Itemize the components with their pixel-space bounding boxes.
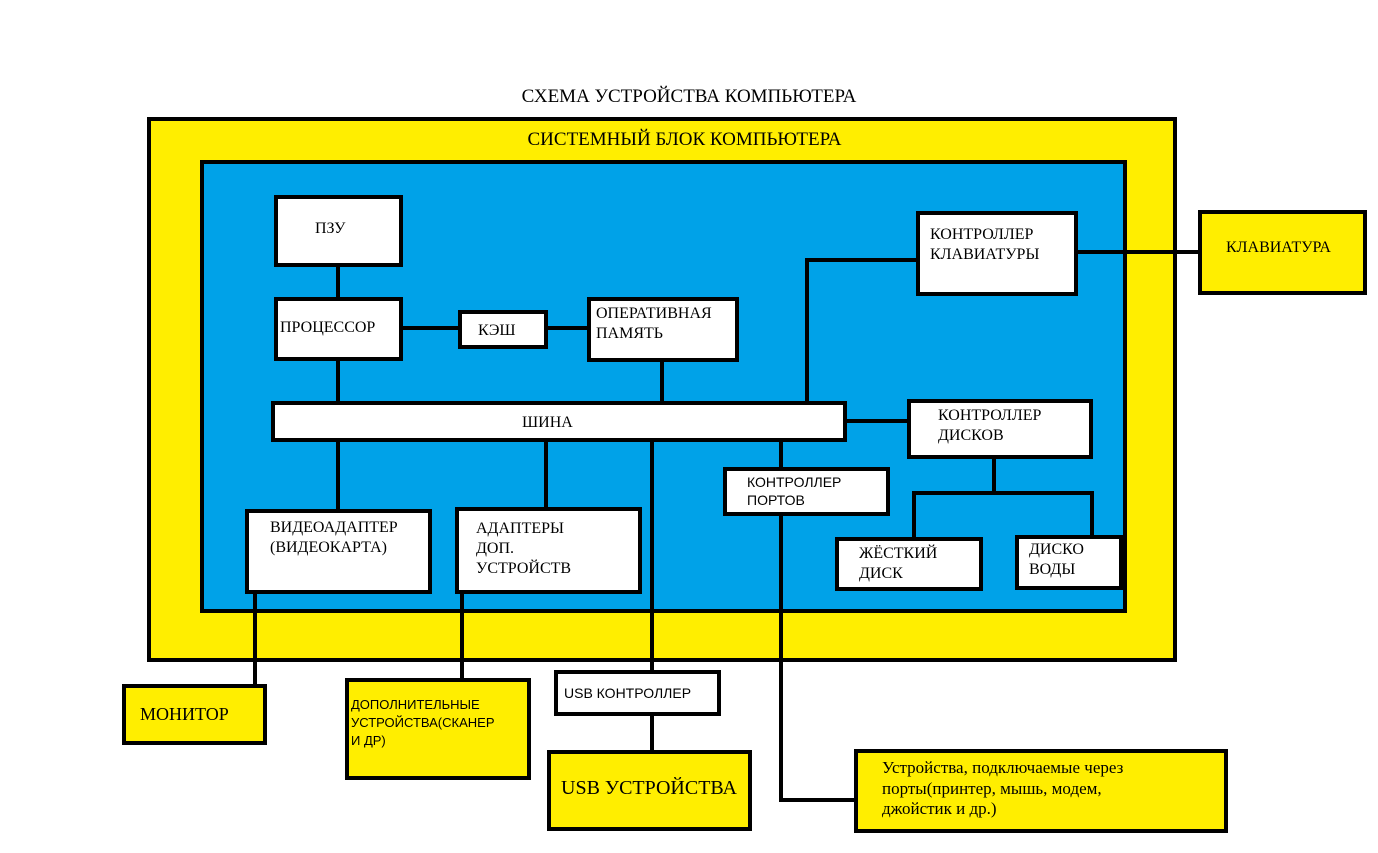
keyboard-controller-block: КОНТРОЛЛЕР КЛАВИАТУРЫ <box>916 211 1078 296</box>
connector-cpu-cache <box>400 326 460 330</box>
port-devices-label: Устройства, подключаемые через порты(при… <box>882 758 1124 819</box>
cpu-block: ПРОЦЕССОР <box>274 297 403 361</box>
hard-disk-block: ЖЁСТКИЙ ДИСК <box>835 537 983 591</box>
connector-bus-video <box>336 439 340 511</box>
usb-controller-label: USB КОНТРОЛЛЕР <box>564 685 692 701</box>
monitor-label: МОНИТОР <box>140 704 229 724</box>
connector-rom-cpu <box>336 266 340 300</box>
port-devices-block: Устройства, подключаемые через порты(при… <box>854 749 1228 833</box>
connector-portctrl-horizontal <box>779 798 858 802</box>
disk-controller-block: КОНТРОЛЛЕР ДИСКОВ <box>907 399 1093 459</box>
keyboard-label: КЛАВИАТУРА <box>1226 239 1331 256</box>
connector-usbctrl-usbdevices <box>650 713 654 753</box>
ram-block: ОПЕРАТИВНАЯ ПАМЯТЬ <box>587 297 739 362</box>
connector-bus-adapters <box>544 439 548 509</box>
disk-controller-label: КОНТРОЛЛЕР ДИСКОВ <box>938 407 1042 444</box>
extra-devices-block: ДОПОЛНИТЕЛЬНЫЕ УСТРОЙСТВА(СКАНЕР И ДР) <box>345 678 531 780</box>
connector-bus-usbctrl <box>650 439 654 672</box>
system-unit-label: СИСТЕМНЫЙ БЛОК КОМПЬЮТЕРА <box>527 129 842 150</box>
port-controller-block: КОНТРОЛЛЕР ПОРТОВ <box>723 467 890 516</box>
disk-drives-block: ДИСКО ВОДЫ <box>1015 535 1123 590</box>
connector-diskctrl-down <box>992 456 996 494</box>
connector-bus-portctrl <box>779 439 783 471</box>
connector-bus-kbdctrl-vertical <box>805 258 809 409</box>
port-controller-label: КОНТРОЛЛЕР ПОРТОВ <box>747 474 842 508</box>
connector-cpu-bus <box>336 360 340 403</box>
connector-kbdctrl-keyboard <box>1075 250 1201 254</box>
usb-controller-block: USB КОНТРОЛЛЕР <box>554 670 721 716</box>
cpu-label: ПРОЦЕССОР <box>280 319 376 336</box>
video-adapter-block: ВИДЕОАДАПТЕР (ВИДЕОКАРТА) <box>245 509 432 594</box>
adapters-label: АДАПТЕРЫ ДОП. УСТРОЙСТВ <box>476 520 572 577</box>
diagram-title: СХЕМА УСТРОЙСТВА КОМПЬЮТЕРА <box>521 86 857 107</box>
keyboard-controller-label: КОНТРОЛЛЕР КЛАВИАТУРЫ <box>930 226 1040 263</box>
hard-disk-label: ЖЁСТКИЙ ДИСК <box>859 545 938 582</box>
cache-block: КЭШ <box>458 310 548 349</box>
rom-block: ПЗУ <box>274 195 403 267</box>
usb-devices-label: USB УСТРОЙСТВА <box>561 777 737 799</box>
adapters-block: АДАПТЕРЫ ДОП. УСТРОЙСТВ <box>455 507 642 594</box>
bus-label: ШИНА <box>522 414 573 431</box>
connector-portctrl-vertical <box>779 512 783 802</box>
connector-to-hdd <box>912 491 916 540</box>
disk-drives-label: ДИСКО ВОДЫ <box>1029 541 1084 578</box>
connector-to-drives <box>1090 491 1094 538</box>
connector-adapters-extra <box>460 591 464 681</box>
video-adapter-label: ВИДЕОАДАПТЕР (ВИДЕОКАРТА) <box>270 519 398 556</box>
connector-disks-horizontal <box>912 491 1094 495</box>
cache-label: КЭШ <box>478 322 516 339</box>
rom-label: ПЗУ <box>315 220 346 237</box>
keyboard-block: КЛАВИАТУРА <box>1198 210 1367 295</box>
ram-label: ОПЕРАТИВНАЯ ПАМЯТЬ <box>596 305 712 342</box>
connector-ram-bus <box>660 360 664 403</box>
connector-bus-diskctrl <box>844 419 910 423</box>
extra-devices-label: ДОПОЛНИТЕЛЬНЫЕ УСТРОЙСТВА(СКАНЕР И ДР) <box>351 697 495 749</box>
connector-cache-ram <box>546 326 589 330</box>
usb-devices-block: USB УСТРОЙСТВА <box>547 750 752 831</box>
connector-bus-kbdctrl-horizontal <box>805 258 919 262</box>
monitor-block: МОНИТОР <box>122 684 267 745</box>
bus-block: ШИНА <box>271 401 847 442</box>
connector-video-monitor <box>253 589 257 687</box>
